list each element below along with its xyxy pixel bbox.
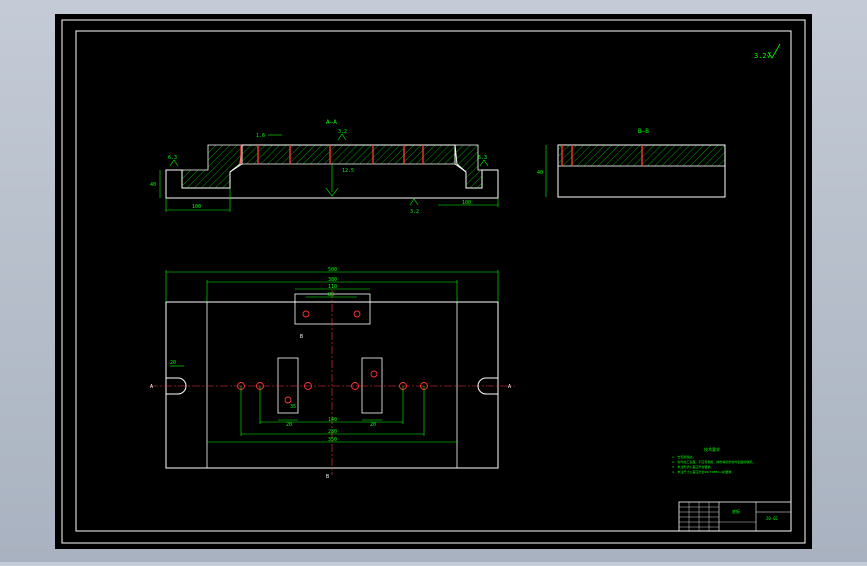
technical-notes: 技术要求 1. 去毛刺锐边。 2. 零件加工表面，不应有划痕、擦伤等损伤零件表面… — [672, 446, 755, 474]
callout-top: 1.6 — [256, 133, 265, 139]
notes-heading: 技术要求 — [704, 446, 720, 452]
dim-small-left: 20 — [286, 422, 292, 428]
dim-spacing-1: 140 — [328, 417, 337, 423]
outer-border — [61, 19, 806, 544]
roughness-right: 6.3 — [478, 155, 487, 161]
left-u-slot — [166, 377, 187, 395]
plan-view: 500 380 110 80 20 20 20 140 280 350 35 A… — [150, 267, 515, 480]
label-b-bottom: B — [326, 474, 329, 480]
dim-overall-width: 500 — [328, 267, 337, 273]
dim-small-right: 20 — [370, 422, 376, 428]
roughness-top: 3.2 — [338, 129, 347, 135]
inner-border — [75, 30, 792, 532]
front-section-view: A—A — [150, 119, 499, 215]
right-u-slot — [477, 377, 498, 395]
notes-line-2: 2. 零件加工表面，不应有划痕、擦伤等损伤零件表面的缺陷。 — [672, 459, 755, 464]
title-part-name: 底板 — [732, 508, 740, 514]
roughness-symbol: 3.2√ — [754, 52, 772, 60]
roughness-bottom: 3.2 — [410, 209, 419, 215]
notes-line-3: 3. 未注形状公差应符合要求。 — [672, 464, 713, 469]
label-a-right: A — [508, 384, 511, 390]
dim-left-slot: 20 — [170, 360, 176, 366]
dim-left-height: 40 — [150, 182, 156, 188]
dim-top-plate-width: 110 — [328, 284, 337, 290]
section-b-label: B—B — [638, 128, 649, 135]
drawing-sheet — [55, 14, 812, 549]
callout-mid: 12.5 — [342, 168, 354, 174]
block-right — [361, 357, 383, 414]
title-drawing-no: 20-01 — [766, 516, 779, 521]
dim-spacing-3: 350 — [328, 437, 337, 443]
notes-line-1: 1. 去毛刺锐边。 — [672, 454, 695, 459]
dim-spacing-2: 280 — [328, 429, 337, 435]
title-block: 底板 20-01 — [678, 501, 792, 532]
dim-top-plate-holes: 80 — [328, 292, 334, 298]
notes-line-4: 4. 未注尺寸公差应符合GB/T1804-m的要求。 — [672, 469, 734, 474]
section-a-label: A—A — [326, 119, 337, 126]
hatch-right — [454, 144, 483, 189]
dim-inner-width: 380 — [328, 277, 337, 283]
side-section-view: B—B 40 — [537, 128, 726, 198]
top-plate — [294, 293, 371, 325]
dim-right-width: 100 — [462, 200, 471, 206]
dim-block: 35 — [290, 404, 296, 410]
block-left — [277, 357, 299, 414]
check-mark-icon — [767, 43, 781, 59]
label-a-left: A — [150, 384, 153, 390]
label-b-top: B — [300, 334, 303, 340]
dim-left-width: 100 — [192, 204, 201, 210]
roughness-left: 6.3 — [168, 155, 177, 161]
dim-side-height: 40 — [537, 170, 543, 176]
